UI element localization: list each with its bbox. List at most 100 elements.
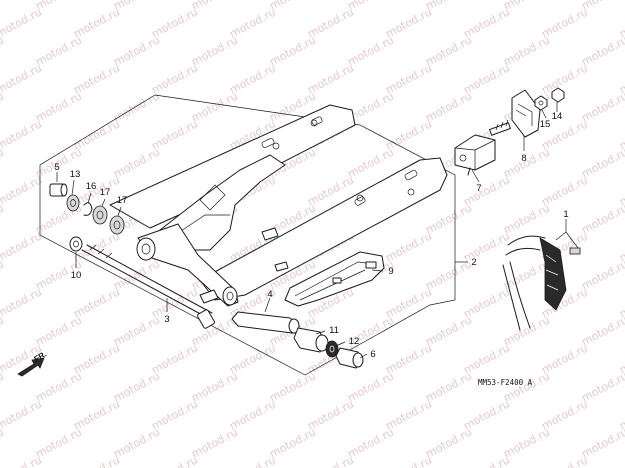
watermark-text: motod.ru (423, 369, 474, 404)
chain-slider (284, 251, 385, 307)
callout-13: 13 (70, 169, 81, 180)
watermark-text: motod.ru (267, 0, 318, 13)
left-bearing-stack (49, 183, 125, 235)
watermark-text: motod.ru (111, 313, 162, 348)
watermark-text: motod.ru (539, 453, 590, 468)
watermark-text: motod.ru (579, 145, 625, 180)
leader-lines (56, 102, 579, 359)
watermark-text: motod.ru (267, 425, 318, 460)
watermark-text: motod.ru (0, 173, 44, 208)
watermark-text: motod.ru (383, 397, 434, 432)
watermark-text: motod.ru (617, 453, 625, 468)
watermark-text: motod.ru (423, 89, 474, 124)
watermark-text: motod.ru (0, 201, 6, 236)
watermark-text: motod.ru (111, 0, 162, 13)
callout-7: 7 (476, 183, 481, 194)
callout-15: 15 (540, 119, 551, 130)
watermark-text: motod.ru (71, 397, 122, 432)
pivot-bolt (81, 244, 215, 329)
nut-and-bolt (534, 87, 565, 111)
watermark-text: motod.ru (149, 61, 200, 96)
watermark-text: motod.ru (501, 201, 552, 236)
watermark-text: motod.ru (0, 313, 6, 348)
watermark-text: motod.ru (579, 89, 625, 124)
watermark-text: motod.ru (71, 453, 122, 468)
watermark-text: motod.ru (461, 5, 512, 40)
swingarm (109, 104, 448, 307)
chain-adjuster (454, 119, 511, 176)
watermark-text: motod.ru (71, 341, 122, 376)
watermark-text: motod.ru (579, 257, 625, 292)
callout-17a: 17 (100, 187, 111, 198)
watermark-text: motod.ru (267, 33, 318, 68)
chain-guide-plate (511, 89, 541, 138)
watermark-text: motod.ru (0, 257, 6, 292)
watermark-text: motod.ru (189, 89, 240, 124)
watermark-text: motod.ru (579, 33, 625, 68)
watermark-text: motod.ru (0, 89, 6, 124)
watermark-text: motod.ru (579, 369, 625, 404)
callout-8: 8 (521, 153, 526, 164)
watermark-text: motod.ru (383, 453, 434, 468)
watermark-text: motod.ru (461, 397, 512, 432)
watermark-text: motod.ru (0, 33, 6, 68)
watermark-text: motod.ru (0, 369, 6, 404)
watermark-text: motod.ru (189, 0, 240, 13)
watermark-text: motod.ru (539, 5, 590, 40)
watermark-text: motod.ru (345, 145, 396, 180)
watermark-text: motod.ru (423, 425, 474, 460)
callout-11: 11 (329, 325, 339, 336)
watermark-text: motod.ru (423, 313, 474, 348)
watermark-text: motod.ru (579, 425, 625, 460)
watermark-text: motod.ru (111, 33, 162, 68)
watermark-text: motod.ru (0, 0, 6, 13)
watermark-text: motod.ru (189, 33, 240, 68)
watermark-text: motod.ru (0, 145, 6, 180)
callout-3: 3 (164, 314, 169, 325)
watermark-text: motod.ru (111, 425, 162, 460)
watermark-text: motod.ru (383, 285, 434, 320)
callout-12: 12 (349, 336, 360, 347)
watermark-text: motod.ru (0, 117, 44, 152)
watermark-text: motod.ru (0, 229, 44, 264)
watermark-text: motod.ru (345, 369, 396, 404)
watermark-text: motod.ru (579, 313, 625, 348)
watermark-text: motod.ru (149, 117, 200, 152)
watermark-text: motod.ru (111, 145, 162, 180)
watermark-text: motod.ru (461, 341, 512, 376)
watermark-text: motod.ru (0, 61, 44, 96)
watermark-text: motod.ru (579, 201, 625, 236)
drive-chain (502, 235, 581, 331)
watermark-text: motod.ru (71, 285, 122, 320)
callout-5: 5 (54, 162, 59, 173)
watermark-text: motod.ru (0, 285, 44, 320)
watermark-text: motod.ru (383, 229, 434, 264)
watermark-text: motod.ru (189, 425, 240, 460)
watermark-text: motod.ru (227, 397, 278, 432)
watermark-text: motod.ru (71, 5, 122, 40)
watermark-text: motod.ru (345, 0, 396, 13)
watermark-text: motod.ru (71, 117, 122, 152)
watermark-text: motod.ru (501, 369, 552, 404)
watermark-text: motod.ru (539, 341, 590, 376)
watermark-text: motod.ru (267, 369, 318, 404)
watermark-text: motod.ru (345, 33, 396, 68)
watermark-text: motod.ru (423, 0, 474, 13)
watermark-text: motod.ru (501, 33, 552, 68)
watermark-text: motod.ru (501, 0, 552, 13)
watermark-text: motod.ru (227, 61, 278, 96)
watermark-text: motod.ru (461, 173, 512, 208)
callout-9: 9 (388, 266, 393, 277)
watermark-text: motod.ru (189, 369, 240, 404)
watermark-text: motod.ru (0, 5, 44, 40)
watermark-text: motod.ru (33, 33, 84, 68)
watermark-text: motod.ru (461, 229, 512, 264)
watermark-text: motod.ru (539, 61, 590, 96)
part-callouts: 1 2 3 4 5 6 7 8 9 10 11 12 13 14 15 16 1… (54, 111, 568, 360)
watermark-text: motod.ru (383, 5, 434, 40)
watermark-text: motod.ru (383, 117, 434, 152)
drawing-code: MM53-F2400 A (478, 378, 533, 387)
watermark-text: motod.ru (383, 341, 434, 376)
